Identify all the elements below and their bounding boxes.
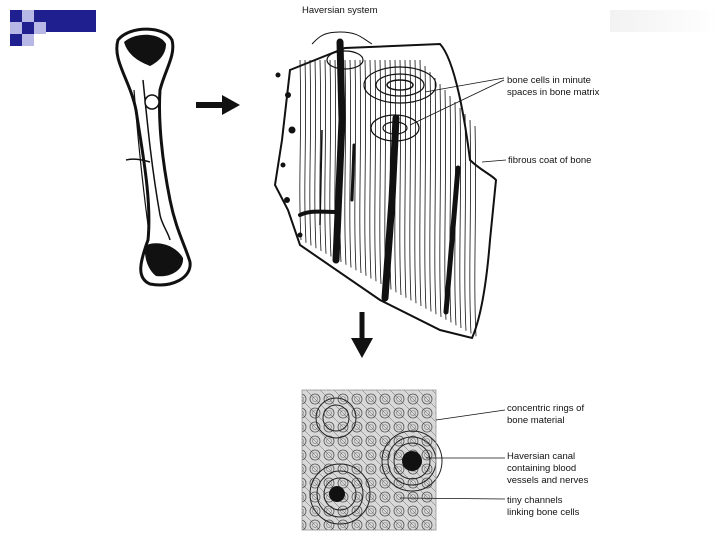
label-haversian-canal: Haversian canal containing blood vessels… bbox=[507, 451, 588, 487]
label-bone-cells: bone cells in minute spaces in bone matr… bbox=[507, 75, 599, 99]
label-line: tiny channels bbox=[507, 495, 579, 507]
haversian-canal-dot bbox=[402, 451, 422, 471]
label-line: bone cells in minute bbox=[507, 75, 599, 87]
label-line: containing blood bbox=[507, 463, 588, 475]
haversian-canal-dot bbox=[329, 486, 345, 502]
arrow-down-icon bbox=[351, 312, 373, 358]
label-line: Haversian canal bbox=[507, 451, 588, 463]
arrow-right-icon bbox=[196, 95, 240, 115]
label-line: spaces in bone matrix bbox=[507, 87, 599, 99]
sample-region-marker bbox=[145, 95, 159, 109]
label-line: bone material bbox=[507, 415, 584, 427]
label-line: concentric rings of bbox=[507, 403, 584, 415]
label-concentric-rings: concentric rings of bone material bbox=[507, 403, 584, 427]
label-line: vessels and nerves bbox=[507, 475, 588, 487]
label-line: linking bone cells bbox=[507, 507, 579, 519]
long-bone bbox=[117, 29, 190, 285]
microscope-view bbox=[302, 390, 442, 530]
label-haversian-system: Haversian system bbox=[302, 5, 378, 17]
label-tiny-channels: tiny channels linking bone cells bbox=[507, 495, 579, 519]
haversian-block-illustration bbox=[275, 42, 496, 338]
label-fibrous-coat: fibrous coat of bone bbox=[508, 155, 591, 167]
